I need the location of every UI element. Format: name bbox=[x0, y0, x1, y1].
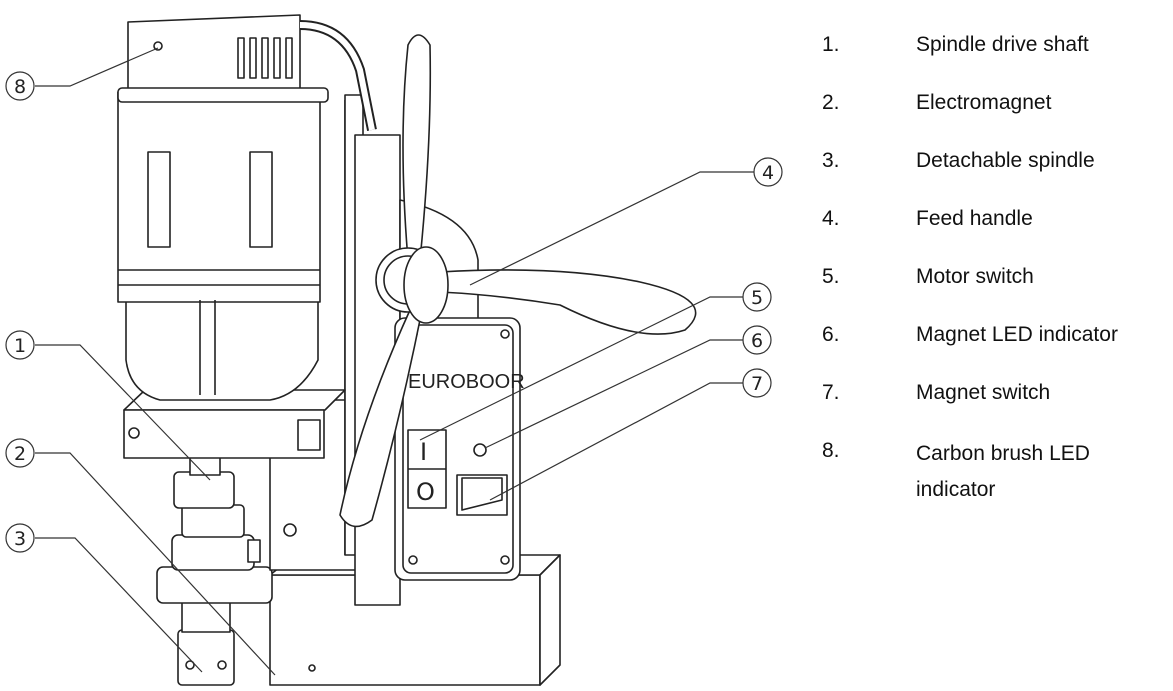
leader-line-7 bbox=[489, 382, 743, 501]
legend-label: Detachable spindle bbox=[916, 149, 1095, 172]
callout-circle-2 bbox=[5, 438, 35, 468]
motor-body bbox=[117, 91, 321, 401]
legend-number: 6. bbox=[822, 323, 840, 346]
leader-line-5 bbox=[419, 296, 743, 441]
callout-number-5: 5 bbox=[751, 287, 763, 309]
legend-number: 5. bbox=[822, 265, 840, 288]
switch-off-symbol: O bbox=[416, 478, 435, 506]
spindle-collar bbox=[123, 389, 346, 563]
legend-label: Magnet switch bbox=[916, 381, 1051, 404]
callout-circle-3 bbox=[5, 523, 35, 553]
callout-number-1: 1 bbox=[14, 335, 26, 357]
legend-label: Spindle drive shaft bbox=[916, 33, 1089, 56]
detachable-spindle bbox=[156, 454, 273, 686]
legend-label: Motor switch bbox=[916, 265, 1034, 288]
leader-line-3 bbox=[35, 537, 203, 673]
callout-circle-1 bbox=[5, 330, 35, 360]
legend-label: Electromagnet bbox=[916, 91, 1052, 114]
legend-label: Carbon brush LED indicator bbox=[916, 442, 1090, 501]
callout-circle-5 bbox=[742, 282, 772, 312]
callout-circle-8 bbox=[5, 71, 35, 101]
callout-number-4: 4 bbox=[762, 162, 774, 184]
callout-number-6: 6 bbox=[751, 330, 763, 352]
legend-number: 4. bbox=[822, 207, 840, 230]
leader-line-1 bbox=[35, 344, 211, 481]
legend-number: 7. bbox=[822, 381, 840, 404]
leader-line-2 bbox=[35, 452, 276, 676]
callout-circle-7 bbox=[742, 368, 772, 398]
leader-line-6 bbox=[484, 339, 743, 449]
callout-number-3: 3 bbox=[14, 528, 26, 550]
feed-handle bbox=[339, 34, 697, 528]
callout-number-8: 8 bbox=[14, 76, 26, 98]
legend-number: 3. bbox=[822, 149, 840, 172]
brand-label: EUROBOOR bbox=[408, 371, 525, 393]
legend-number: 1. bbox=[822, 33, 840, 56]
legend-number: 8. bbox=[822, 439, 840, 462]
switch-on-symbol: I bbox=[420, 438, 427, 466]
callout-circle-4 bbox=[753, 157, 783, 187]
callout-number-2: 2 bbox=[14, 443, 26, 465]
legend-number: 2. bbox=[822, 91, 840, 114]
callout-circle-6 bbox=[742, 325, 772, 355]
callout-number-7: 7 bbox=[751, 373, 763, 395]
motor-top-cap bbox=[117, 14, 329, 103]
motor-switch bbox=[407, 429, 447, 509]
leader-line-8 bbox=[35, 47, 159, 87]
magnet-led bbox=[473, 443, 487, 457]
legend-label: Feed handle bbox=[916, 207, 1033, 230]
legend-label: Magnet LED indicator bbox=[916, 323, 1118, 346]
leader-line-4 bbox=[469, 171, 755, 286]
